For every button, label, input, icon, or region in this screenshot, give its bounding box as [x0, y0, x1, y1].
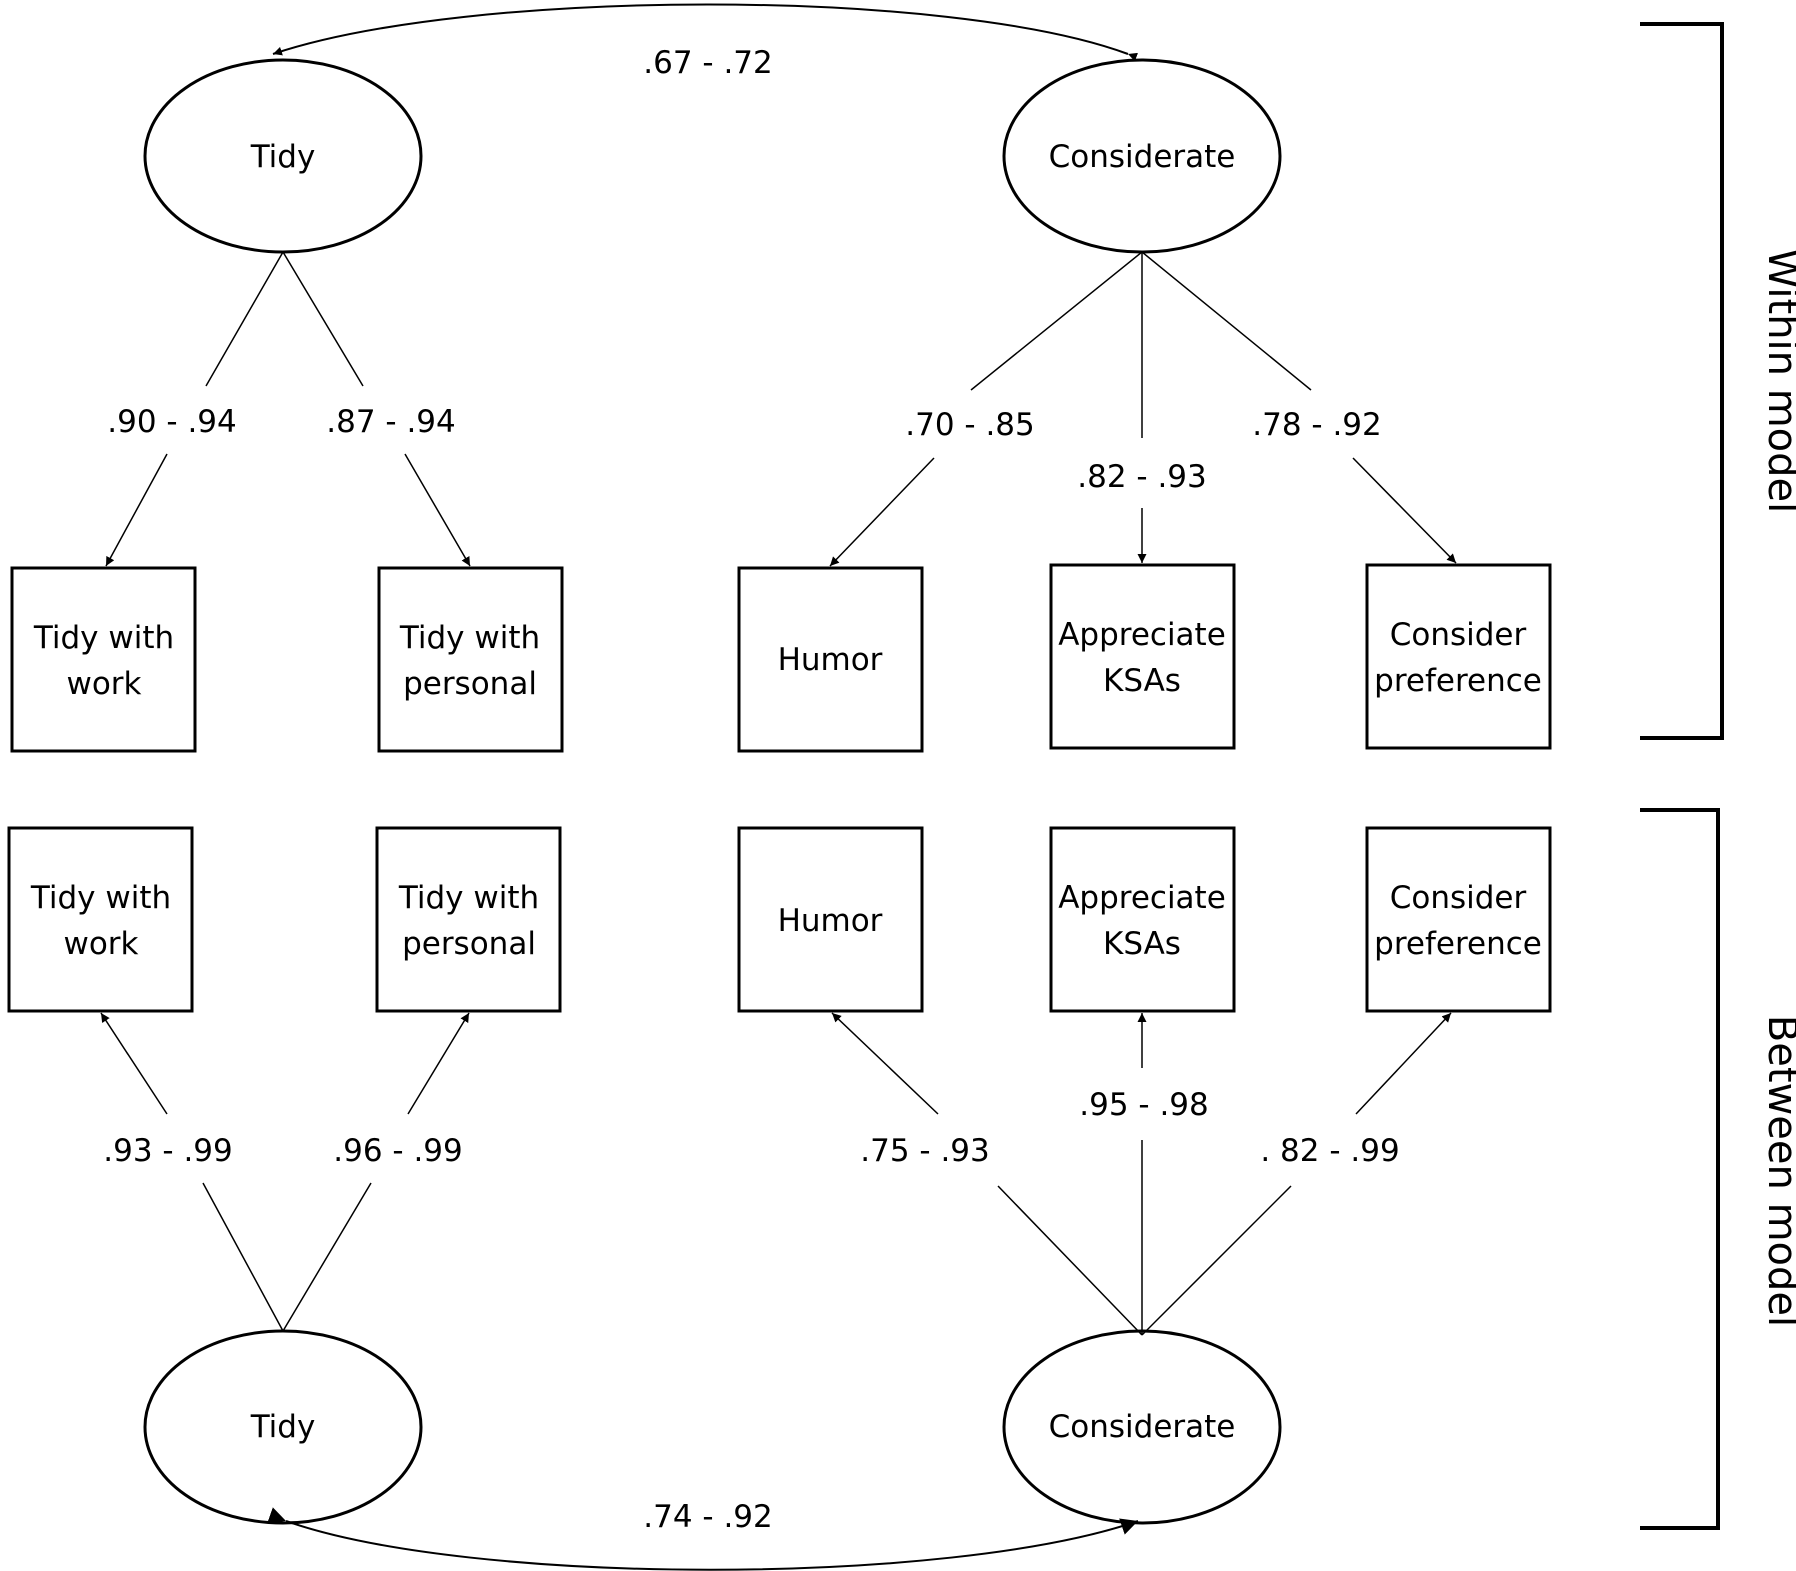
between-correlation-value: .74 - .92: [643, 1499, 773, 1535]
between-appreciate-label-1: Appreciate: [1058, 880, 1226, 916]
between-humor-label: Humor: [778, 903, 883, 939]
within-humor-box: [737, 566, 924, 753]
between-appreciate-box: [1049, 826, 1236, 1013]
between-tidy-personal-label-1: Tidy with: [398, 880, 539, 916]
within-loading-tidy-work-value: .90 - .94: [107, 404, 237, 440]
within-tidy-work-label-1: Tidy with: [33, 620, 174, 656]
between-tidy-personal-box: [375, 826, 562, 1013]
within-consider-label-1: Consider: [1390, 617, 1527, 653]
within-consider-box: [1365, 563, 1552, 750]
between-bracket: [1640, 808, 1720, 1530]
between-model-label: Between model: [1759, 1015, 1796, 1327]
between-tidy-personal-label-2: personal: [402, 926, 536, 962]
between-humor-box: [737, 826, 924, 1013]
between-tidy-factor-label: Tidy: [250, 1409, 316, 1445]
between-correlation-arc: [267, 1507, 1139, 1571]
between-loading-consider-value: . 82 - .99: [1260, 1133, 1399, 1169]
within-tidy-personal-label-2: personal: [403, 666, 537, 702]
within-loading-appreciate-value: .82 - .93: [1077, 459, 1207, 495]
between-loading-appreciate-value: .95 - .98: [1079, 1087, 1209, 1123]
between-loading-humor: [831, 1012, 1143, 1336]
between-loading-tidy-personal-value: .96 - .99: [333, 1133, 463, 1169]
between-loading-tidy-work-value: .93 - .99: [103, 1133, 233, 1169]
within-bracket: [1640, 22, 1724, 740]
within-model-label: Within model: [1759, 249, 1796, 514]
within-tidy-work-label-2: work: [66, 666, 141, 702]
within-loading-humor-value: .70 - .85: [905, 407, 1035, 443]
between-loading-tidy-personal: [282, 1012, 470, 1332]
within-loading-consider: [1141, 251, 1457, 564]
between-tidy-work-box: [7, 826, 194, 1013]
between-loading-consider: [1141, 1012, 1452, 1336]
within-loading-tidy-personal-value: .87 - .94: [326, 404, 456, 440]
within-appreciate-label-2: KSAs: [1103, 663, 1181, 699]
within-considerate-factor-label: Considerate: [1049, 139, 1236, 175]
within-appreciate-box: [1049, 563, 1236, 750]
within-correlation-arc: [272, 3, 1139, 62]
within-loading-humor: [829, 251, 1143, 567]
within-consider-label-2: preference: [1374, 663, 1542, 699]
within-loading-consider-value: .78 - .92: [1252, 407, 1382, 443]
between-appreciate-label-2: KSAs: [1103, 926, 1181, 962]
within-tidy-factor-label: Tidy: [250, 139, 316, 175]
between-loading-humor-value: .75 - .93: [860, 1133, 990, 1169]
within-humor-label: Humor: [778, 642, 883, 678]
within-loading-tidy-work: [105, 251, 284, 567]
between-consider-label-2: preference: [1374, 926, 1542, 962]
within-tidy-work-box: [10, 566, 197, 753]
within-correlation-value: .67 - .72: [643, 45, 773, 81]
within-tidy-personal-box: [377, 566, 564, 753]
between-tidy-work-label-1: Tidy with: [30, 880, 171, 916]
within-loading-tidy-personal: [282, 251, 471, 567]
between-consider-label-1: Consider: [1390, 880, 1527, 916]
within-tidy-personal-label-1: Tidy with: [399, 620, 540, 656]
between-tidy-work-label-2: work: [63, 926, 138, 962]
between-considerate-factor-label: Considerate: [1049, 1409, 1236, 1445]
between-loading-tidy-work: [100, 1012, 284, 1332]
between-consider-box: [1365, 826, 1552, 1013]
within-appreciate-label-1: Appreciate: [1058, 617, 1226, 653]
